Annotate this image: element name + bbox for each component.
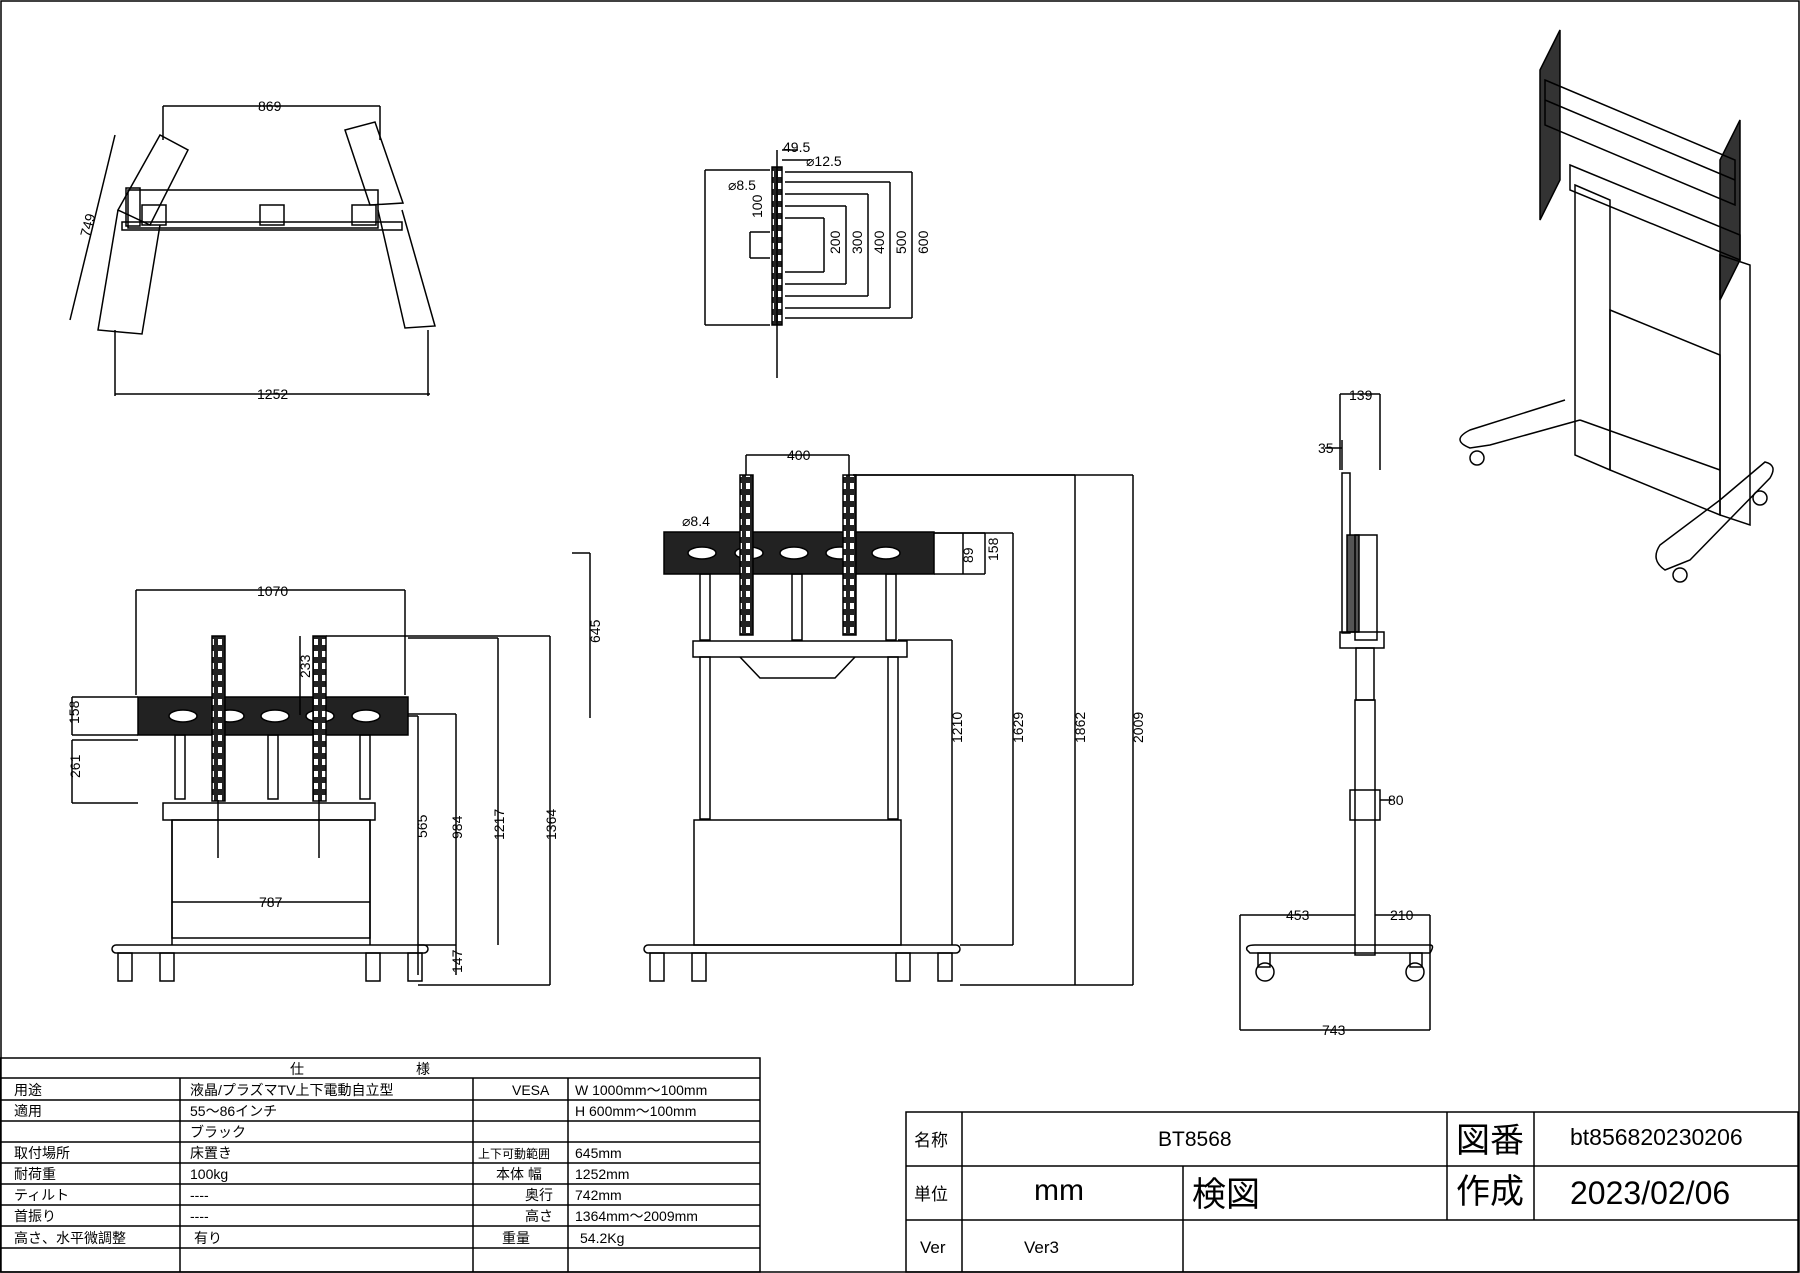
spec-label: 首振り [14, 1208, 56, 1224]
spec-label: 高さ、水平微調整 [14, 1230, 126, 1246]
dim-front-147: 147 [449, 949, 465, 973]
dim-side-139: 139 [1349, 387, 1373, 403]
spec-label2: 奥行 [525, 1187, 553, 1203]
dim-vesa-200: 200 [827, 230, 843, 254]
spec-value: ブラック [190, 1124, 246, 1140]
top-view-base-bar [127, 189, 379, 229]
dim-vesa-300: 300 [849, 230, 865, 254]
spec-label: 適用 [14, 1103, 42, 1119]
spec-label2: VESA [512, 1082, 550, 1098]
dim-front-158: 158 [66, 700, 82, 724]
title-name-label: 名称 [914, 1131, 948, 1150]
top-view [69, 105, 436, 396]
title-ver-label: Ver [920, 1238, 946, 1257]
title-created-label: 作成 [1456, 1173, 1524, 1211]
dim-top-span: 1252 [257, 386, 288, 402]
dim-tall-645: 645 [587, 619, 603, 643]
spec-value: 有り [194, 1230, 222, 1246]
spec-label: 取付場所 [14, 1145, 70, 1161]
spec-value: ---- [190, 1208, 209, 1224]
title-inspect-label: 検図 [1192, 1176, 1260, 1214]
isometric-view [1459, 29, 1774, 583]
dim-side-743: 743 [1322, 1022, 1346, 1038]
spec-value: 55〜86インチ [190, 1103, 277, 1119]
dim-front-565: 565 [414, 814, 430, 838]
dim-tall-1862: 1862 [1072, 712, 1088, 743]
dim-side-35: 35 [1318, 440, 1334, 456]
dim-vesa-slot: ⌀12.5 [806, 153, 842, 169]
dim-vesa-hole: ⌀8.5 [728, 177, 756, 193]
dim-side-80: 80 [1388, 792, 1404, 808]
side-view [1239, 393, 1434, 1031]
dim-tall-1210: 1210 [949, 712, 965, 743]
side-base [1245, 944, 1434, 954]
title-name-value: BT8568 [1158, 1128, 1232, 1151]
dim-tall-158: 158 [985, 537, 1001, 561]
iso-column-right [1719, 253, 1751, 527]
top-view-rear-leg-right [344, 121, 405, 206]
dim-top-width: 869 [258, 98, 282, 114]
spec-value2: 645mm [575, 1145, 622, 1161]
spec-table-header: 仕 様 [290, 1061, 430, 1077]
dim-front-984: 984 [449, 815, 465, 839]
spec-label: 用途 [14, 1082, 42, 1098]
front-low-tray [162, 802, 376, 821]
title-unit-label: 単位 [914, 1185, 948, 1204]
spec-label2: 重量 [502, 1230, 530, 1246]
dim-side-210: 210 [1390, 907, 1414, 923]
dim-tall-2009: 2009 [1130, 712, 1146, 743]
dim-tall-400: 400 [787, 447, 811, 463]
dim-side-453: 453 [1286, 907, 1310, 923]
dim-tall-89: 89 [960, 547, 976, 563]
dim-front-1217: 1217 [491, 809, 507, 840]
dim-front-1364: 1364 [543, 809, 559, 840]
spec-rows: 用途 液晶/プラズマTV上下電動自立型 VESA W 1000mm〜100mm … [14, 1082, 707, 1246]
spec-value: ---- [190, 1187, 209, 1203]
dim-front-233: 233 [297, 654, 313, 678]
spec-label2: 本体 幅 [496, 1166, 542, 1182]
dim-front-261: 261 [67, 754, 83, 778]
spec-value2: 742mm [575, 1187, 622, 1203]
dim-vesa-500: 500 [893, 230, 909, 254]
front-tall-tray [692, 640, 908, 658]
dim-vesa-100: 100 [749, 194, 765, 218]
front-low-column [171, 819, 371, 939]
spec-value2: 1364mm〜2009mm [575, 1208, 698, 1224]
spec-value2: 1252mm [575, 1166, 629, 1182]
spec-label: 耐荷重 [14, 1166, 56, 1182]
dim-tall-1629: 1629 [1010, 712, 1026, 743]
side-column [1354, 699, 1376, 956]
spec-value2: H 600mm〜100mm [575, 1103, 696, 1119]
spec-label2: 上下可動範囲 [478, 1146, 550, 1161]
dim-vesa-600: 600 [915, 230, 931, 254]
title-drawing-no-value: bt856820230206 [1570, 1124, 1743, 1150]
dim-vesa-offset: 49.5 [783, 139, 810, 155]
front-tall-base [643, 944, 961, 954]
spec-value: 液晶/プラズマTV上下電動自立型 [190, 1082, 394, 1098]
dim-vesa-400: 400 [871, 230, 887, 254]
spec-value2: 54.2Kg [580, 1230, 624, 1246]
front-view-tall [572, 454, 1134, 986]
front-low-base [111, 944, 429, 954]
spec-label2: 高さ [525, 1208, 553, 1224]
dim-top-depth: 749 [77, 212, 99, 239]
vesa-detail-view [704, 149, 913, 378]
front-tall-column [693, 819, 902, 946]
spec-label: ティルト [14, 1187, 69, 1203]
dim-front-787: 787 [259, 894, 283, 910]
title-drawing-no-label: 図番 [1456, 1122, 1524, 1160]
front-view-low [71, 589, 551, 986]
dim-tall-hole: ⌀8.4 [682, 513, 710, 529]
dim-front-1070: 1070 [257, 583, 288, 599]
spec-value: 床置き [190, 1145, 232, 1161]
spec-value2: W 1000mm〜100mm [575, 1082, 707, 1098]
title-created-value: 2023/02/06 [1570, 1175, 1730, 1211]
spec-table [0, 1057, 761, 1273]
spec-value: 100kg [190, 1166, 228, 1182]
title-unit-value: mm [1034, 1174, 1084, 1207]
iso-column-left [1574, 183, 1611, 472]
title-ver-value: Ver3 [1024, 1238, 1059, 1257]
title-block [905, 1111, 1799, 1273]
